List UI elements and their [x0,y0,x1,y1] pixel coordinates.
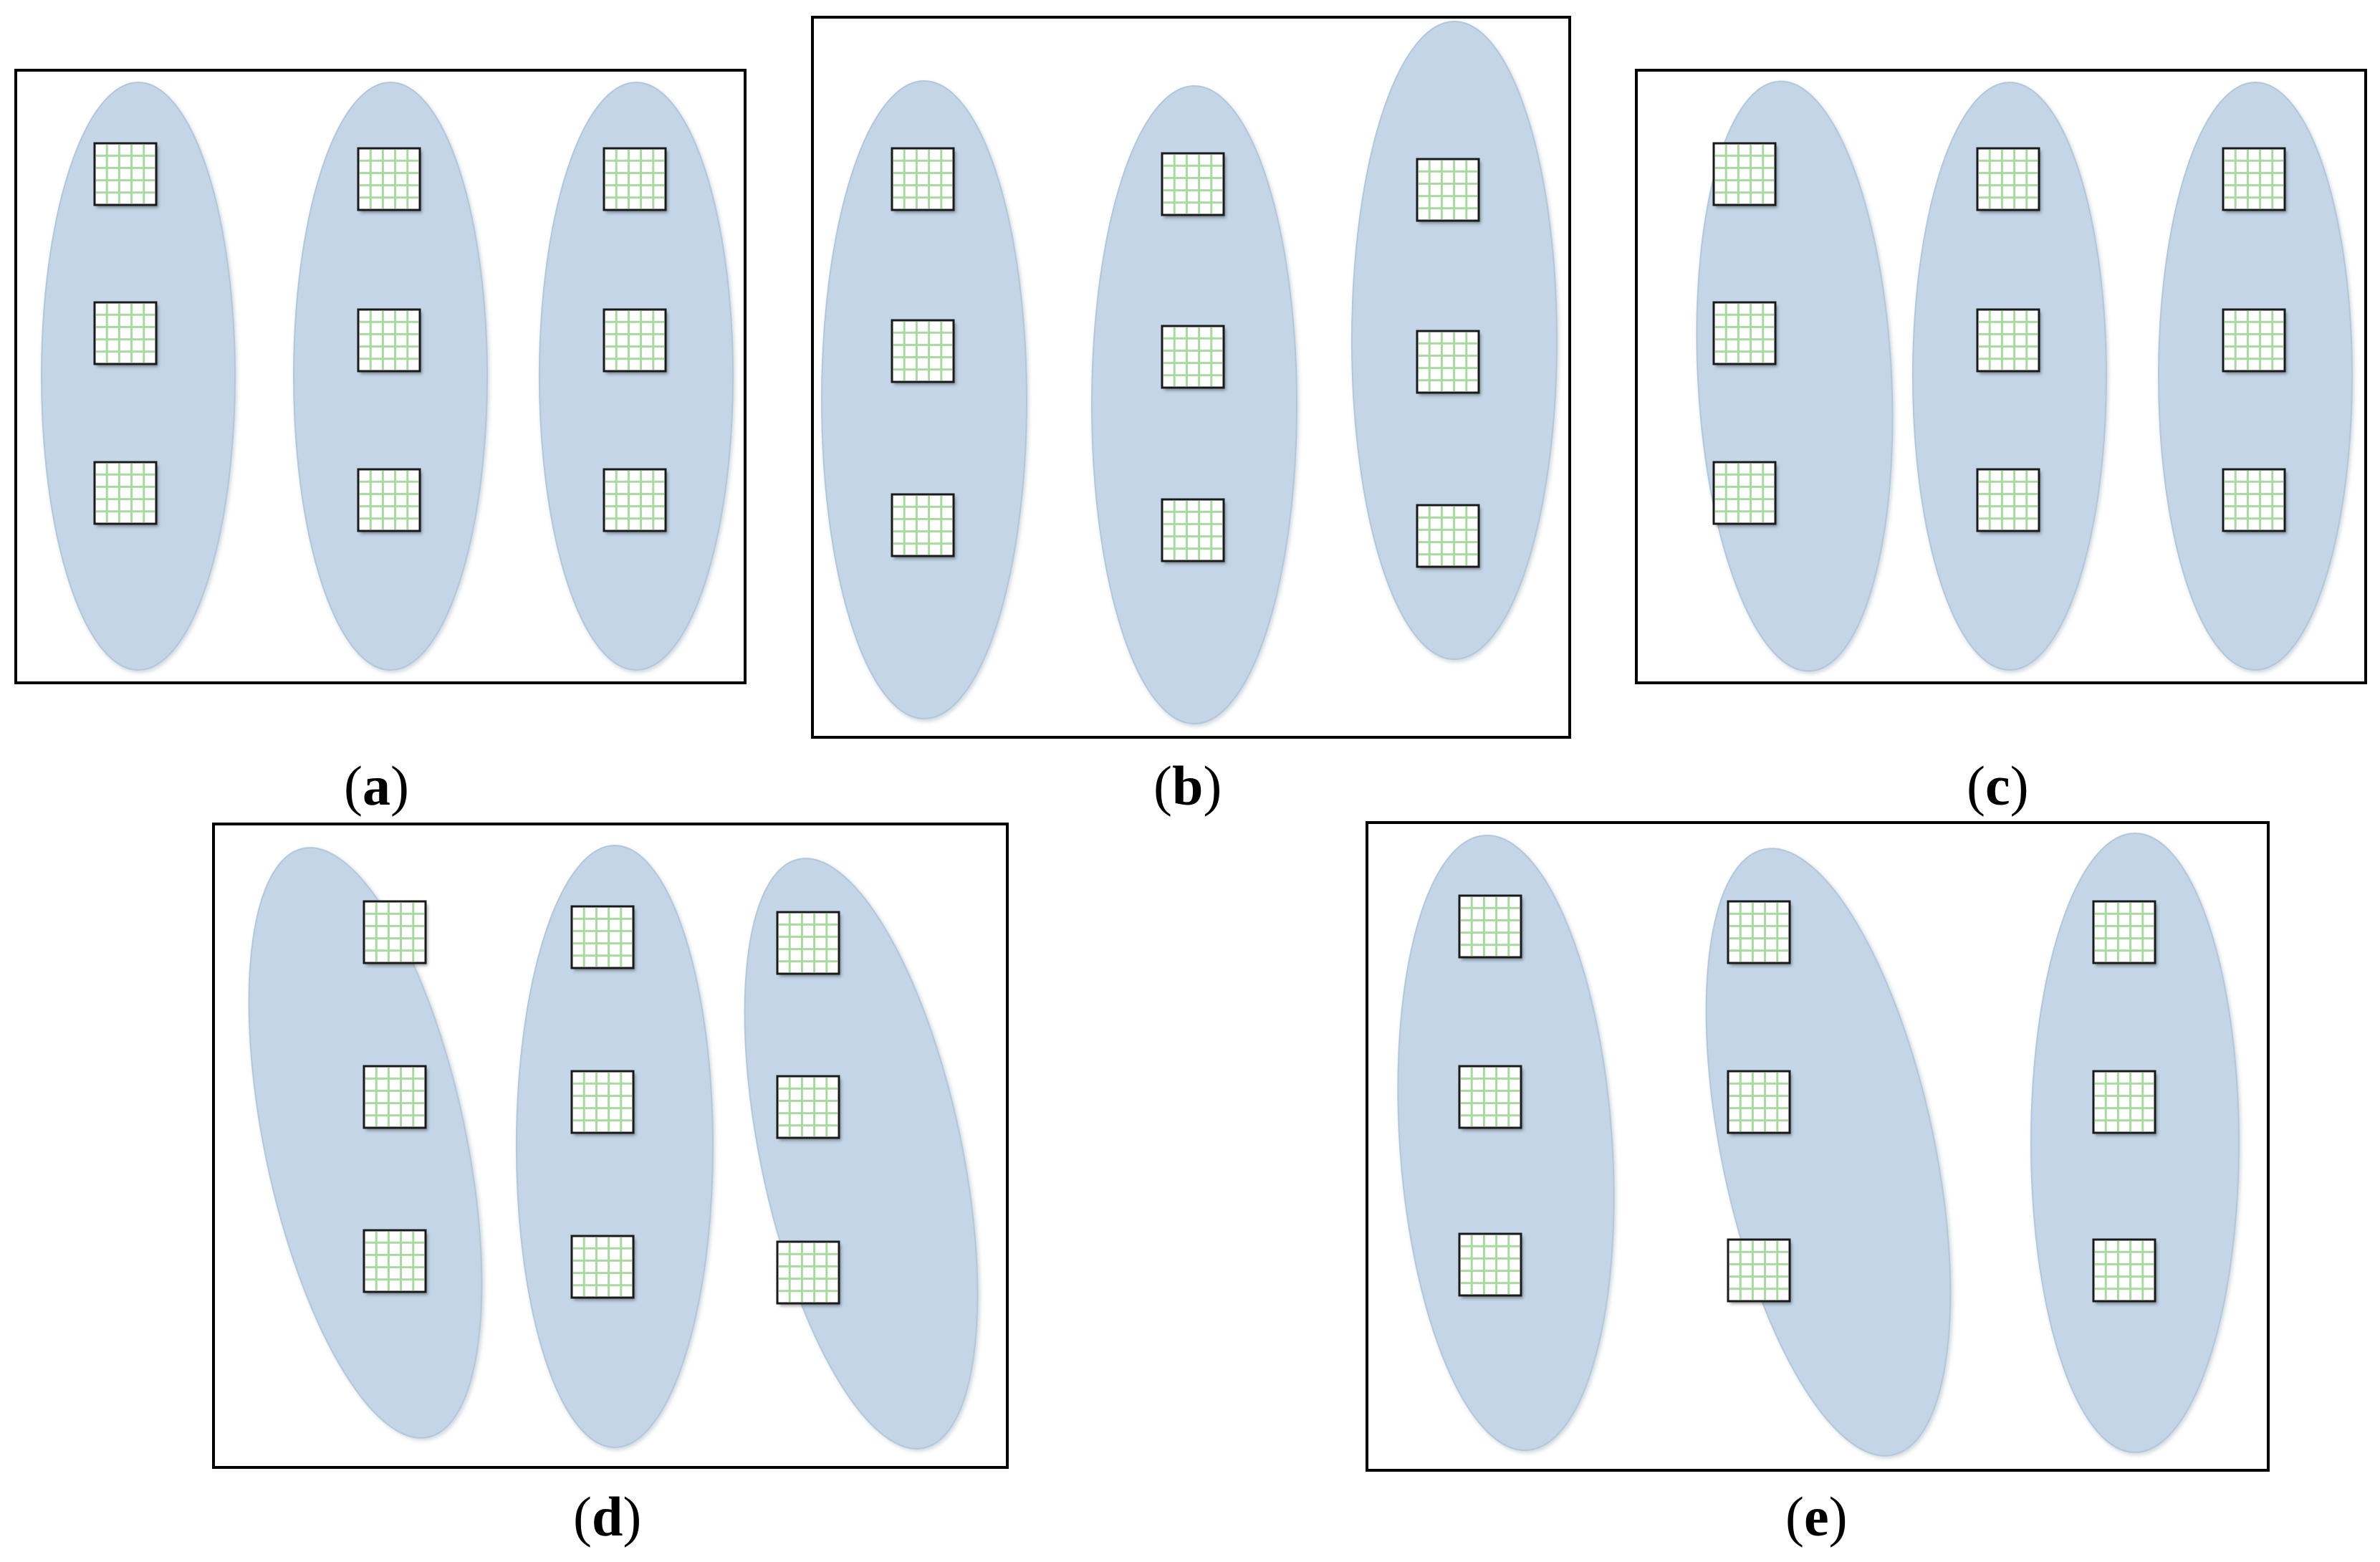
grid-square-icon [1976,468,2040,532]
grid-square-icon [891,319,955,383]
panel-b [811,16,1571,739]
grid-square-icon [570,1070,635,1134]
panel-d [212,823,1009,1469]
cluster-a-2 [293,82,488,671]
cluster-ellipse [821,80,1027,719]
grid-square-icon [1416,158,1480,222]
grid-square-icon [1976,147,2040,211]
cluster-e-1 [1397,834,1615,1452]
cluster-ellipse [41,82,236,671]
grid-square-icon [1458,1232,1522,1297]
grid-square-icon [1727,900,1791,964]
cluster-ellipse [744,858,979,1450]
grid-square-icon [363,900,427,964]
grid-square-icon [357,468,421,532]
grid-square-icon [1976,308,2040,373]
grid-square-icon [2222,468,2286,532]
grid-square-icon [1161,152,1225,216]
grid-square-icon [776,911,840,975]
grid-square-icon [2092,900,2156,964]
grid-square-icon [1458,894,1522,959]
grid-square-icon [1161,498,1225,562]
grid-square-icon [603,308,667,373]
cluster-ellipse [1912,82,2107,671]
grid-square-icon [93,142,158,206]
grid-square-icon [1712,142,1777,206]
grid-square-icon [603,147,667,211]
cluster-a-3 [539,82,734,671]
cluster-c-2 [1912,82,2107,671]
panel-e [1366,821,2270,1472]
grid-square-icon [570,1235,635,1299]
panel-d-frame [212,823,1009,1469]
panel-a [14,69,747,684]
grid-square-icon [2222,308,2286,373]
grid-square-icon [603,468,667,532]
panel-c-frame [1635,69,2367,684]
grid-square-icon [357,147,421,211]
panel-b-frame [811,16,1571,739]
cluster-ellipse [516,845,714,1448]
panel-a-frame [14,69,747,684]
caption-panel-e: (e) [1785,1485,1848,1548]
cluster-a-1 [41,82,236,671]
grid-square-icon [2222,147,2286,211]
grid-square-icon [363,1229,427,1293]
cluster-c-3 [2158,82,2353,671]
grid-square-icon [1712,461,1777,525]
grid-square-icon [1727,1238,1791,1303]
grid-square-icon [1416,330,1480,394]
cluster-ellipse [2158,82,2353,671]
grid-square-icon [93,301,158,365]
cluster-b-3 [1351,21,1558,660]
caption-panel-b: (b) [1153,754,1222,817]
grid-square-icon [570,905,635,969]
cluster-ellipse [2030,833,2240,1453]
cluster-c-1 [1696,80,1894,672]
cluster-d-2 [516,845,714,1448]
panel-e-frame [1366,821,2270,1472]
cluster-ellipse [539,82,734,671]
grid-square-icon [2092,1238,2156,1303]
grid-square-icon [357,308,421,373]
grid-square-icon [1416,504,1480,568]
cluster-d-1 [248,847,483,1439]
grid-square-icon [891,147,955,211]
cluster-b-1 [821,80,1027,719]
cluster-e-3 [2030,833,2240,1453]
grid-square-icon [363,1065,427,1129]
cluster-b-2 [1091,85,1297,724]
grid-square-icon [1727,1070,1791,1134]
grid-square-icon [891,493,955,557]
grid-square-icon [2092,1070,2156,1134]
caption-panel-d: (d) [573,1485,642,1548]
caption-panel-c: (c) [1967,754,2029,817]
caption-panel-a: (a) [344,754,409,817]
panel-c [1635,69,2367,684]
grid-square-icon [1458,1065,1522,1129]
grid-square-icon [776,1240,840,1305]
cluster-d-3 [744,858,979,1450]
grid-square-icon [1712,301,1777,365]
grid-square-icon [1161,325,1225,389]
cluster-e-2 [1705,848,1952,1457]
cluster-ellipse [1091,85,1297,724]
grid-square-icon [93,461,158,525]
grid-square-icon [776,1075,840,1139]
cluster-ellipse [1397,834,1615,1452]
cluster-ellipse [293,82,488,671]
cluster-ellipse [1705,848,1952,1457]
